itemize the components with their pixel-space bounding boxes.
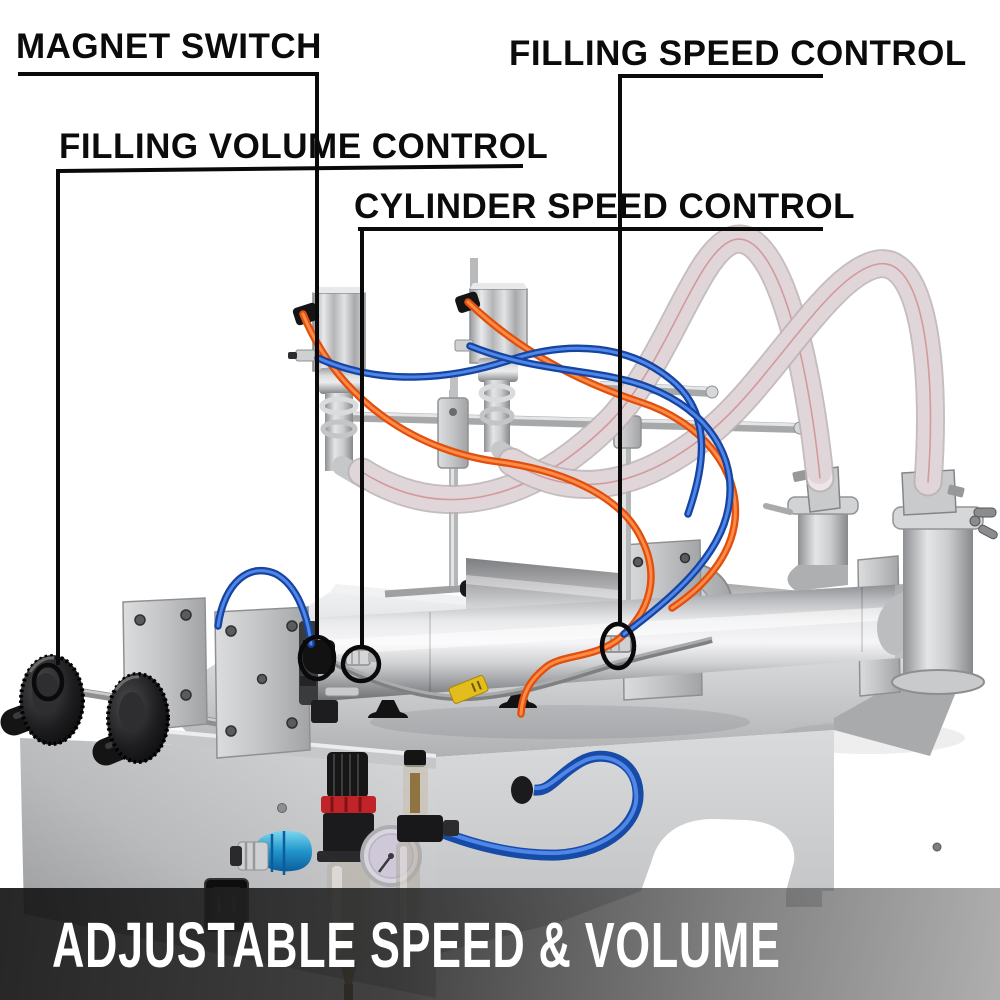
rear-check-valve [798,508,848,572]
regulator-red-ring [321,796,376,813]
cylinder-speed-pointer [340,227,823,684]
annotation-lines [18,72,823,702]
nozzle-assemblies [288,258,807,490]
filling-volume-pointer [31,164,524,702]
label-filling-speed-control: FILLING SPEED CONTROL [509,34,967,73]
label-filling-volume-control: FILLING VOLUME CONTROL [59,127,549,166]
yellow-tag [448,675,489,704]
filling-speed-pointer [599,74,823,671]
cylinder-mount-feet [368,694,537,718]
spiral-hose-left [347,224,835,514]
spiral-hose-right [497,249,945,499]
spiral-suction-hoses [347,224,945,514]
filling-volume-knob-2 [92,672,170,766]
air-inlet-coupler [230,830,312,875]
bottom-banner: ADJUSTABLE SPEED & VOLUME [0,888,1000,1000]
pneumatic-tubes [214,298,740,718]
hose-grommet [511,776,533,804]
valve-bottom-flange [891,669,985,695]
filling-nozzle-right [484,380,510,452]
volume-adjust-assembly [0,597,436,769]
air-preparation-unit [230,750,644,1000]
label-cylinder-speed-control: CYLINDER SPEED CONTROL [354,187,856,226]
front-check-valve [903,528,973,680]
banner-text: ADJUSTABLE SPEED & VOLUME [52,909,781,981]
label-magnet-switch: MAGNET SWITCH [16,27,322,66]
magnet-switch-fitting [303,640,335,674]
left-nozzle-actuator [288,287,376,490]
